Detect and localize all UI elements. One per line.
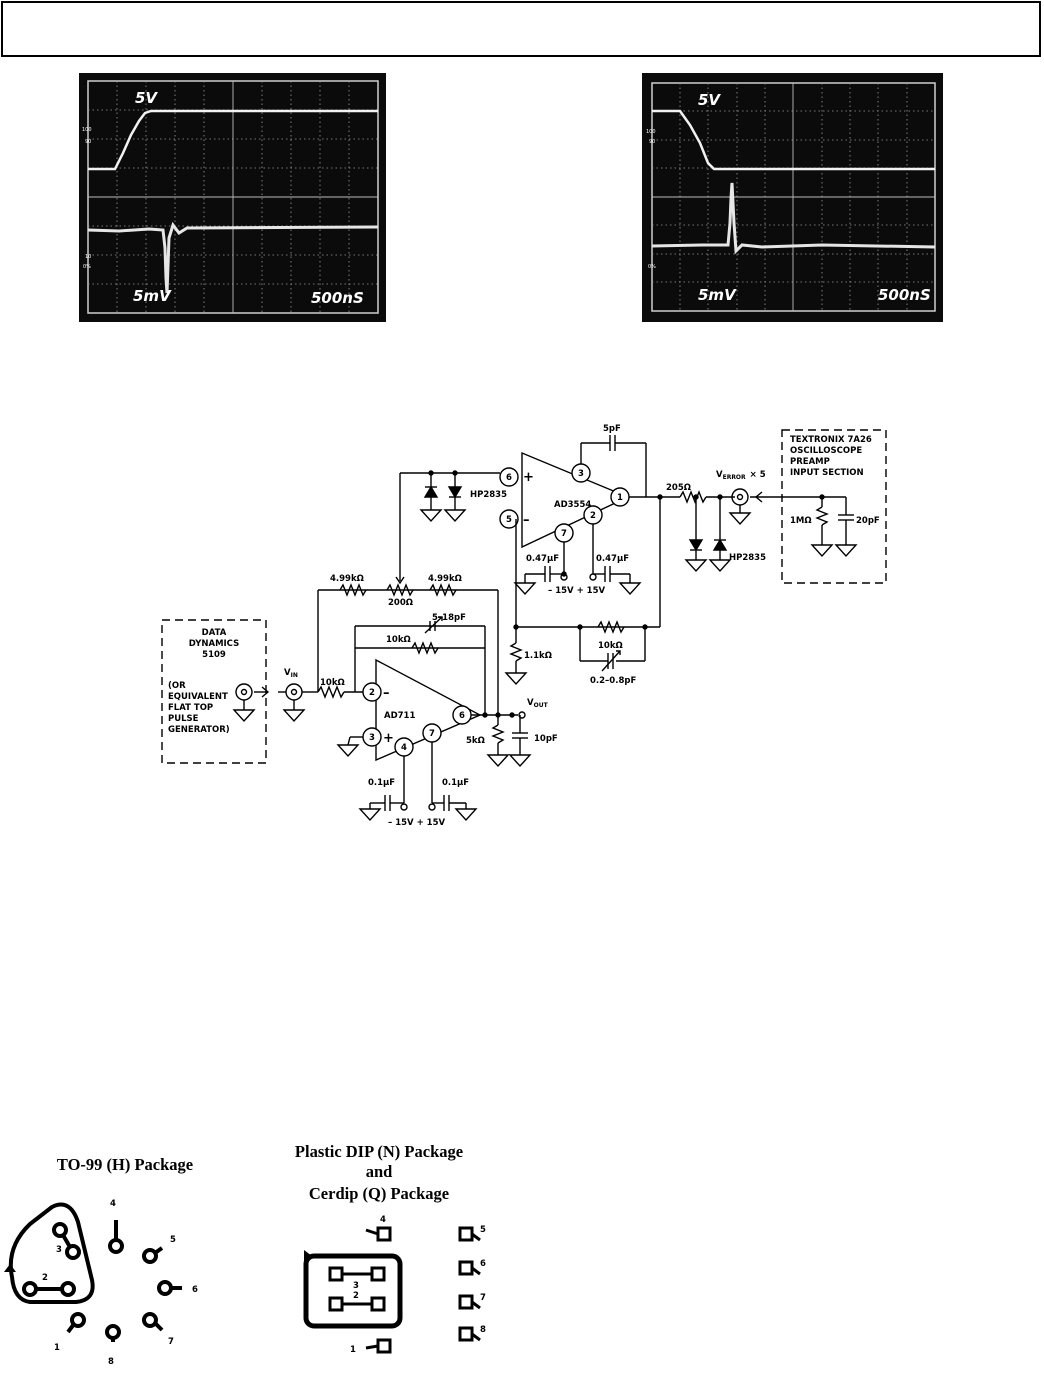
pin-number: 4 [110, 1199, 116, 1209]
pin-number: 1 [350, 1345, 356, 1355]
supply-label: – 15V + 15V [548, 586, 605, 596]
resistor-label: 1.1kΩ [524, 651, 552, 661]
generator-label: 5109 [202, 650, 226, 660]
scope-voltage-label: 5V [698, 91, 721, 109]
generator-note: EQUIVALENT [168, 692, 228, 702]
pin-number: 3 [369, 733, 375, 743]
settling-time-test-circuit: DATA DYNAMICS 5109 (OR EQUIVALENT FLAT T… [150, 415, 900, 840]
scope-box-label: OSCILLOSCOPE [790, 446, 862, 456]
marker-90: 90 [649, 139, 655, 145]
marker-10: 10 [85, 254, 91, 260]
to99-package-title: TO-99 (H) Package [56, 1155, 194, 1174]
resistor-label: 10kΩ [386, 635, 411, 645]
pin-number: 7 [429, 729, 435, 739]
pin-number: 7 [480, 1293, 486, 1303]
svg-text:–: – [383, 686, 390, 701]
svg-text:–: – [523, 513, 530, 528]
scope-box-label: TEXTRONIX 7A26 [790, 435, 872, 445]
resistor-label: 205Ω [666, 483, 691, 493]
generator-note: (OR [168, 681, 186, 691]
generator-note: PULSE [168, 714, 199, 724]
supply-label: – 15V + 15V [388, 818, 445, 828]
marker-0: 0% [83, 264, 91, 270]
pin-number: 8 [108, 1357, 114, 1367]
marker-100: 100 [646, 129, 656, 135]
pin-number: 2 [42, 1273, 48, 1283]
pin-number: 3 [353, 1281, 359, 1291]
scope-voltage-label: 5mV [698, 286, 737, 304]
scope-photo-left: 100 90 10 0% 5V 5mV 500nS [79, 73, 386, 322]
capacitor-label: 5pF [603, 424, 621, 434]
pin-number: 6 [480, 1259, 486, 1269]
capacitor-label: 0.47μF [596, 554, 629, 564]
pin-number: 1 [54, 1343, 60, 1353]
svg-text:+: + [523, 470, 534, 485]
marker-0: 0% [648, 264, 656, 270]
capacitor-label: 10pF [534, 734, 558, 744]
pin-number: 6 [192, 1285, 198, 1295]
pin-number: 6 [459, 711, 465, 721]
to99-package-drawing: 1 2 3 4 5 6 7 8 [0, 1192, 220, 1380]
generator-label: DATA [202, 628, 227, 638]
pin-number: 8 [480, 1325, 486, 1335]
pin-number: 2 [353, 1291, 359, 1301]
pin-number: 2 [369, 688, 375, 698]
capacitor-label: 0.2–0.8pF [590, 676, 636, 686]
verror-label: VERROR× 5 [716, 470, 766, 481]
vout-label: VOUT [527, 698, 549, 709]
opamp-label: AD711 [384, 711, 415, 721]
capacitor-label: 20pF [856, 516, 880, 526]
dip-package-title: and [365, 1162, 393, 1181]
pin-number: 7 [168, 1337, 174, 1347]
scope-voltage-label: 5V [135, 89, 158, 107]
header-box [1, 1, 1041, 57]
pin-number: 3 [578, 469, 584, 479]
dip-package-drawing: 1 2 3 4 5 6 7 8 [290, 1210, 510, 1365]
resistor-label: 1MΩ [790, 516, 812, 526]
resistor-label: 200Ω [388, 598, 413, 608]
opamp-label: AD3554 [554, 500, 591, 510]
pin-number: 2 [590, 511, 596, 521]
resistor-label: 10kΩ [320, 678, 345, 688]
generator-note: FLAT TOP [168, 703, 213, 713]
pin-number: 4 [380, 1215, 386, 1225]
pin-number: 3 [56, 1245, 62, 1255]
pin-number: 6 [506, 473, 512, 483]
dip-package-title: Cerdip (Q) Package [308, 1184, 450, 1203]
dip-package-title: Plastic DIP (N) Package [294, 1142, 464, 1161]
pin-number: 5 [170, 1235, 176, 1245]
vin-label: VIN [284, 668, 298, 679]
generator-note: GENERATOR) [168, 725, 230, 735]
capacitor-label: 0.1μF [442, 778, 469, 788]
scope-box-label: INPUT SECTION [790, 468, 864, 478]
pin-number: 1 [617, 493, 623, 503]
diode-label: HP2835 [729, 553, 766, 563]
marker-90: 90 [85, 139, 91, 145]
scope-time-label: 500nS [878, 286, 931, 304]
pin-number: 7 [561, 529, 567, 539]
capacitor-label: 5–18pF [432, 613, 466, 623]
resistor-label: 10kΩ [598, 641, 623, 651]
pin-number: 4 [401, 743, 407, 753]
svg-text:+: + [383, 731, 394, 746]
resistor-label: 4.99kΩ [428, 574, 462, 584]
diode-label: HP2835 [470, 490, 507, 500]
generator-label: DYNAMICS [189, 639, 239, 649]
scope-voltage-label: 5mV [133, 287, 172, 305]
scope-photo-right: 100 90 0% 5V 5mV 500nS [642, 73, 943, 322]
resistor-label: 5kΩ [466, 736, 485, 746]
scope-box-label: PREAMP [790, 457, 830, 467]
marker-100: 100 [82, 127, 92, 133]
resistor-label: 4.99kΩ [330, 574, 364, 584]
capacitor-label: 0.1μF [368, 778, 395, 788]
scope-time-label: 500nS [311, 289, 364, 307]
pin-number: 5 [480, 1225, 486, 1235]
capacitor-label: 0.47μF [526, 554, 559, 564]
pin-number: 5 [506, 515, 512, 525]
